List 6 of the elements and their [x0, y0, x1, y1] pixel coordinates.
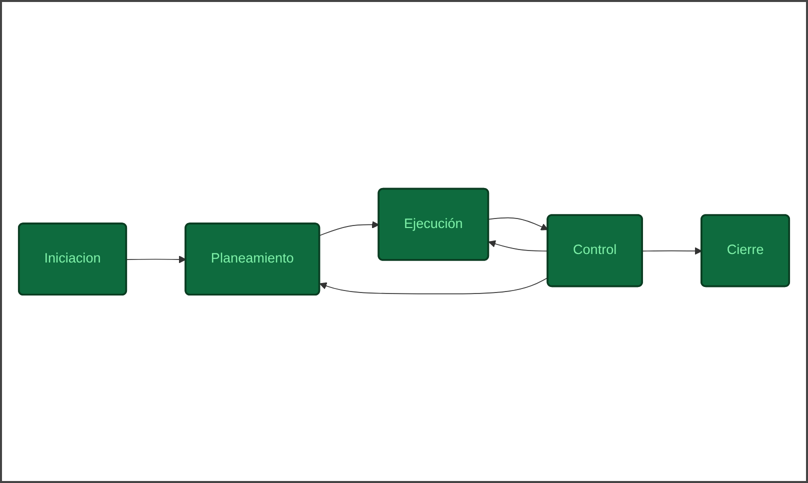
- arrow: [488, 217, 548, 230]
- arrow: [319, 220, 380, 236]
- arrow: [642, 247, 702, 254]
- arrow: [126, 255, 186, 263]
- arrow: [488, 240, 548, 252]
- arrow: [319, 276, 548, 294]
